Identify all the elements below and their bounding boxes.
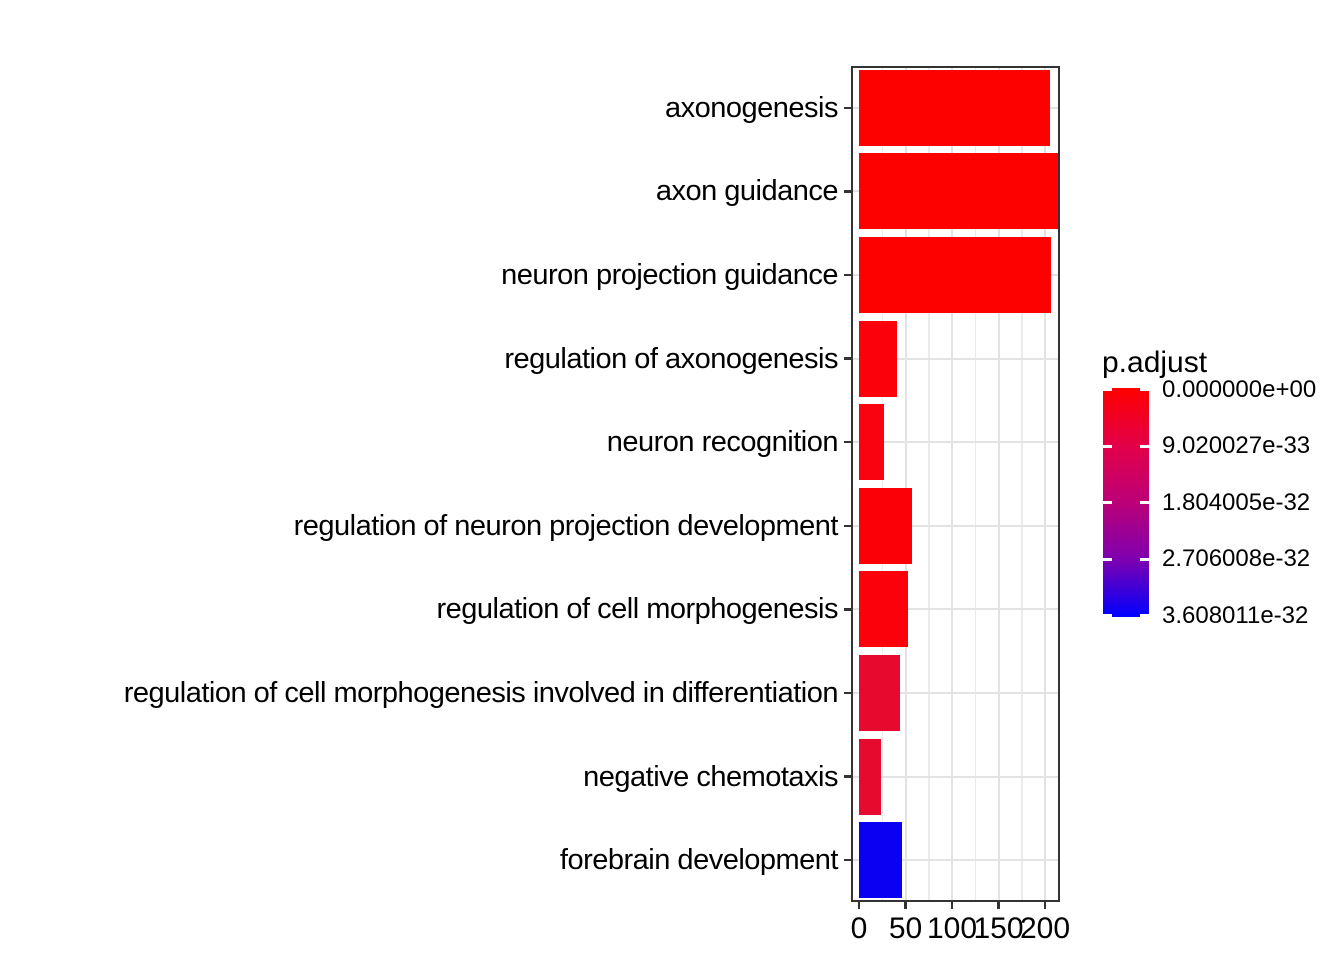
y-tick [844,106,851,109]
y-axis-label: regulation of cell morphogenesis involve… [123,677,839,709]
y-tick [844,357,851,360]
gridline-vertical-minor [928,68,930,900]
gridline-vertical-major [951,68,953,900]
legend-tick [1140,557,1149,561]
x-tick-label: 150 [973,912,1024,945]
y-axis-label: neuron projection guidance [501,259,838,291]
legend-tick-label: 9.020027e-33 [1162,432,1311,459]
y-tick [844,441,851,444]
y-axis-label: axon guidance [655,175,839,208]
legend-tick [1103,444,1112,448]
legend-tick [1103,557,1112,561]
gridline-horizontal-major [853,692,1058,694]
gridline-horizontal-major [853,357,1058,360]
y-axis-label: negative chemotaxis [583,760,838,793]
gridline-horizontal-major [853,441,1058,444]
gridline-vertical-minor [974,68,977,900]
bar [859,69,1050,146]
bar [859,738,882,815]
bar [859,153,1059,230]
y-axis-label: regulation of neuron projection developm… [293,509,839,542]
bar [859,487,912,564]
gridline-vertical-minor [1021,68,1023,900]
y-tick [844,775,851,778]
bar [859,237,1051,313]
legend-tick-label: 1.804005e-32 [1162,488,1311,516]
x-tick [857,902,861,909]
bar [859,404,885,481]
legend-tick [1103,388,1112,391]
legend-tick [1103,501,1112,504]
x-tick-label: 50 [888,912,923,945]
y-axis-label: neuron recognition [606,426,839,459]
y-axis-label: regulation of axonogenesis [504,342,838,375]
y-tick [844,524,851,527]
x-tick [904,902,907,909]
gridline-vertical-major [1044,68,1046,900]
gridline-horizontal-major [853,524,1058,527]
x-tick [950,902,954,909]
y-axis-label: forebrain development [559,844,839,877]
legend-tick [1140,614,1149,617]
legend: p.adjust 0.000000e+00 9.020027e-33 1.80400… [1100,346,1344,656]
y-axis-label: axonogenesis [665,91,838,124]
bar [859,822,902,899]
gridline-vertical-major [904,68,907,900]
gridline-horizontal-major [853,775,1058,778]
y-tick [844,859,851,862]
y-tick [844,691,851,695]
bar [859,655,900,731]
legend-tick-label: 0.000000e+00 [1162,375,1317,403]
bar [859,320,898,397]
legend-tick-label: 3.608011e-32 [1162,601,1309,629]
gridline-horizontal-major [853,608,1058,611]
legend-tick [1103,614,1112,617]
gridline-horizontal-major [853,859,1058,862]
x-tick [1043,902,1047,909]
gridline-vertical-minor [881,68,884,900]
x-tick-label: 0 [850,912,868,945]
legend-tick-label: 2.706008e-32 [1162,545,1311,572]
y-tick [844,190,851,193]
legend-tick [1140,444,1149,448]
legend-tick [1140,388,1149,391]
y-tick [844,273,851,277]
gridline-vertical-major [997,68,1000,900]
y-tick [844,608,851,611]
bar [859,571,909,648]
legend-tick [1140,501,1149,504]
legend-title: p.adjust [1102,346,1208,379]
x-tick [997,902,1000,909]
x-tick-label: 200 [1019,912,1071,945]
x-tick-label: 100 [926,912,978,945]
y-axis-label: regulation of cell morphogenesis [436,593,838,626]
